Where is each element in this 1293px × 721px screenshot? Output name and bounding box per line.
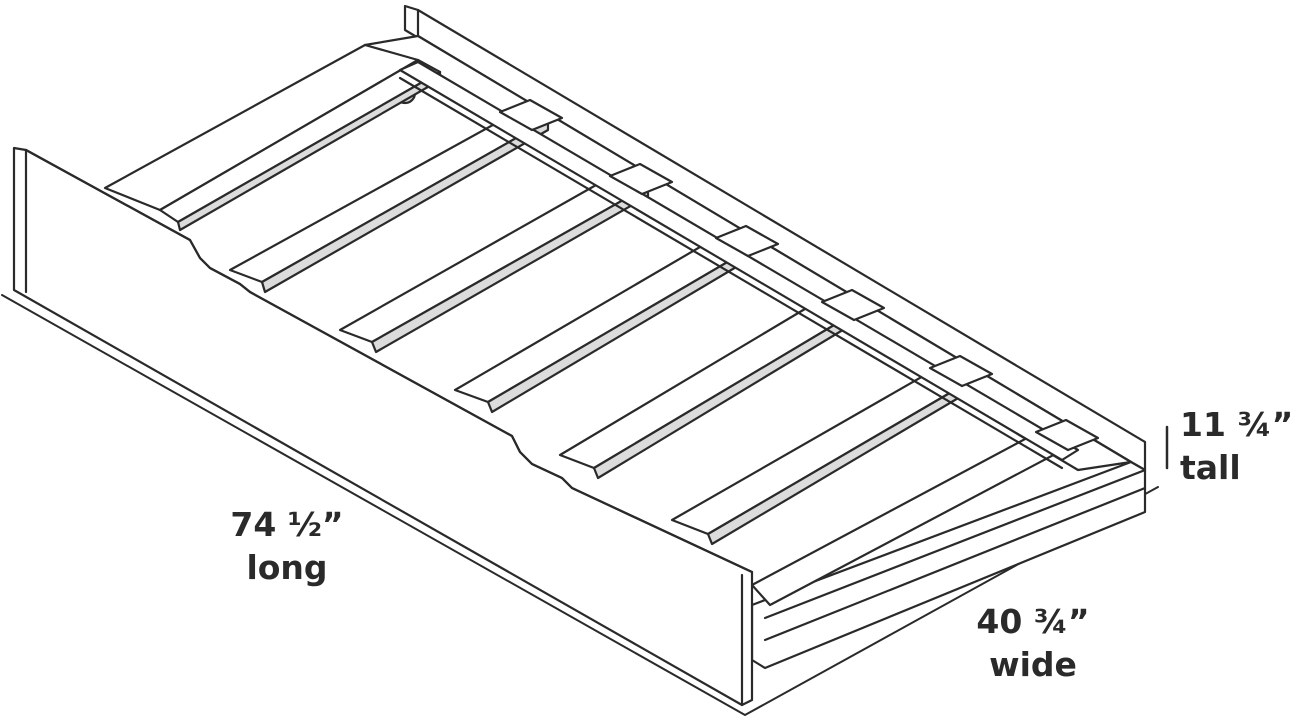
length-label: 74 ½” long bbox=[222, 503, 352, 589]
center-support-rail bbox=[398, 60, 1080, 462]
length-caption: long bbox=[246, 548, 328, 587]
width-value: 40 ¾” bbox=[976, 602, 1090, 641]
height-label: 11 ¾” tall bbox=[1180, 403, 1293, 489]
head-end-board bbox=[103, 43, 420, 212]
slat-caps bbox=[498, 98, 1100, 452]
width-caption: wide bbox=[989, 645, 1077, 684]
length-value: 74 ½” bbox=[230, 505, 344, 544]
width-label: 40 ¾” wide bbox=[968, 600, 1098, 686]
slats bbox=[158, 58, 1080, 607]
height-caption: tall bbox=[1180, 448, 1241, 487]
height-value: 11 ¾” bbox=[1180, 405, 1293, 444]
